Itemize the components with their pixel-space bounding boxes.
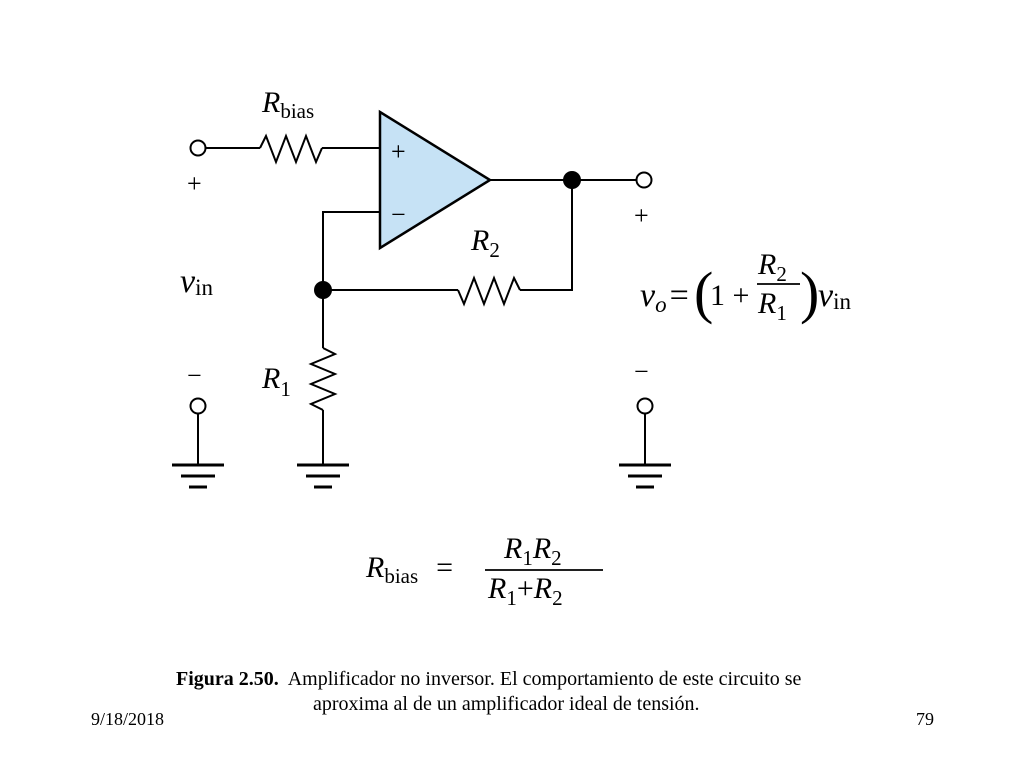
input-terminal-minus (189, 397, 207, 415)
caption-line-1: Amplificador no inversor. El comportamie… (287, 668, 802, 690)
slide-date: 9/18/2018 (91, 709, 165, 729)
r2-resistor (457, 275, 521, 307)
svg-text:R1R2: R1R2 (503, 532, 562, 570)
opamp-triangle (378, 109, 493, 251)
feedback-wire-right (520, 180, 573, 291)
ground-icon (297, 463, 349, 489)
opamp-plus-sign: + (391, 137, 406, 166)
bias-formula: Rbias= R1R2 R1+R2 (365, 532, 563, 610)
slide-page-number: 79 (916, 709, 934, 729)
svg-text:1 +: 1 + (710, 279, 749, 312)
r2-label: R2 (470, 224, 500, 262)
input-minus-label: − (187, 361, 202, 390)
opamp-minus-sign: − (391, 200, 406, 229)
vin-label: vin (180, 263, 213, 300)
output-junction-dot (563, 171, 581, 189)
input-plus-label: + (187, 169, 202, 198)
svg-text:vo=: vo= (640, 277, 689, 317)
svg-text:R1+R2: R1+R2 (487, 572, 563, 610)
r1-resistor (308, 347, 338, 411)
figure-caption: Figura 2.50. Amplificador no inversor. E… (176, 667, 896, 717)
svg-text:(: ( (694, 260, 713, 325)
caption-line-2: aproxima al de un amplificador ideal de … (313, 693, 700, 715)
input-terminal-plus (189, 139, 207, 157)
output-terminal-plus (635, 171, 653, 189)
rbias-label: Rbias (261, 86, 314, 123)
svg-text:R1: R1 (757, 287, 787, 325)
feedback-junction-dot (314, 281, 332, 299)
output-terminal-minus (636, 397, 654, 415)
svg-text:vin: vin (818, 277, 851, 314)
figure-label: Figura 2.50. (176, 668, 279, 690)
ground-icon (619, 463, 671, 489)
svg-text:Rbias=: Rbias= (365, 551, 453, 588)
r1-label: R1 (261, 362, 291, 401)
svg-text:R2: R2 (757, 248, 787, 286)
svg-text:): ) (800, 260, 819, 325)
output-minus-label: − (634, 357, 649, 386)
minus-input-wire (322, 211, 380, 290)
output-plus-label: + (634, 201, 649, 230)
gain-formula: vo= ( 1 + R2 R1 ) vin (640, 248, 851, 325)
rbias-resistor (259, 133, 323, 165)
ground-icon (172, 463, 224, 489)
